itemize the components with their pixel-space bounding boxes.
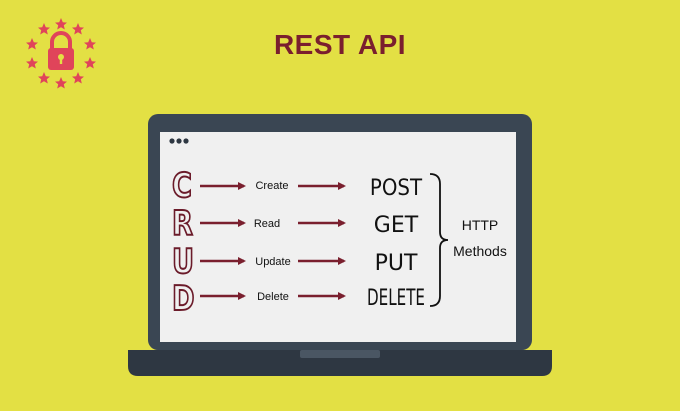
padlock-star-logo (26, 18, 96, 89)
laptop-notch (300, 350, 380, 358)
laptop-base (128, 350, 552, 376)
crud-row-update: U Update PUT (171, 241, 418, 283)
crud-letter: D (172, 279, 195, 319)
http-methods-label-line2: Methods (453, 243, 507, 259)
laptop-screen (160, 132, 516, 342)
crud-letter: C (172, 166, 192, 206)
crud-diagram: C Create POST R Read GET U Update PUT D … (169, 138, 507, 320)
http-method-label: POST (370, 176, 423, 201)
operation-label: Update (255, 256, 290, 268)
window-dots-icon (169, 138, 189, 144)
crud-row-delete: D Delete DELETE (171, 278, 425, 320)
laptop-illustration (128, 114, 552, 376)
page-title: REST API (273, 29, 407, 60)
crud-row-read: R Read GET (171, 203, 419, 245)
http-method-label: GET (374, 213, 419, 238)
http-methods-label-line1: HTTP (462, 217, 499, 233)
padlock-icon (48, 31, 74, 70)
star-ring-icon (26, 18, 96, 89)
http-method-label: DELETE (367, 286, 425, 311)
methods-bracket (429, 173, 449, 307)
crud-letter: U (172, 242, 194, 282)
http-method-label: PUT (375, 251, 418, 276)
operation-label: Create (255, 180, 288, 192)
crud-letter: R (172, 204, 193, 244)
operation-label: Delete (257, 291, 289, 303)
operation-label: Read (254, 218, 280, 230)
crud-row-create: C Create POST (171, 165, 423, 207)
